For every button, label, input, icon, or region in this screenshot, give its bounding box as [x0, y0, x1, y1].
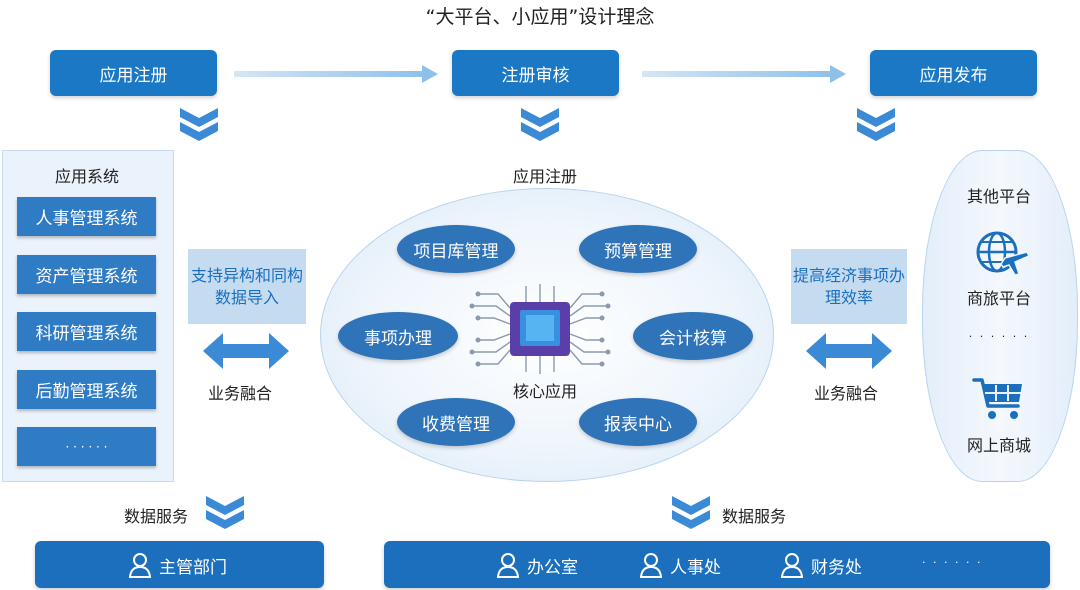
departments-bar: 办公室 人事处 财务处 · · · · · ·	[384, 541, 1050, 588]
dept-office-label: 办公室	[527, 557, 578, 578]
module-project-library[interactable]: 项目库管理	[397, 225, 515, 273]
business-merge-label-left: 业务融合	[208, 384, 273, 403]
double-arrow-icon	[806, 333, 892, 369]
page-title: “大平台、小应用”设计理念	[425, 6, 655, 28]
user-icon	[496, 553, 520, 578]
module-reports[interactable]: 报表中心	[579, 398, 697, 446]
data-service-label-right: 数据服务	[722, 507, 787, 526]
dept-ellipsis: · · · · · ·	[922, 556, 983, 569]
data-service-label-left: 数据服务	[124, 507, 189, 526]
chevron-down-double-icon	[672, 496, 710, 529]
user-icon	[639, 553, 663, 578]
core-app-label: 核心应用	[512, 382, 577, 401]
system-item-asset[interactable]: 资产管理系统	[17, 255, 156, 294]
travel-platform-label[interactable]: 商旅平台	[966, 289, 1031, 308]
module-accounting[interactable]: 会计核算	[633, 312, 753, 360]
module-fees[interactable]: 收费管理	[397, 398, 515, 446]
chevron-down-double-icon	[857, 108, 895, 141]
module-affairs[interactable]: 事项办理	[338, 312, 458, 360]
user-icon	[780, 553, 804, 578]
other-platform-heading: 其他平台	[966, 187, 1031, 206]
center-register-heading: 应用注册	[512, 167, 577, 186]
app-system-heading: 应用系统	[54, 167, 119, 186]
system-item-research[interactable]: 科研管理系统	[17, 312, 156, 351]
flow-step-publish[interactable]: 应用发布	[870, 50, 1037, 96]
dept-hr-label: 人事处	[670, 557, 721, 578]
module-budget[interactable]: 预算管理	[579, 225, 697, 273]
system-item-hr[interactable]: 人事管理系统	[17, 197, 156, 236]
dept-finance[interactable]: 财务处	[779, 552, 862, 578]
business-merge-label-right: 业务融合	[814, 384, 879, 403]
arrow-right-icon	[234, 65, 438, 83]
chip-icon	[469, 284, 611, 374]
flow-step-review[interactable]: 注册审核	[452, 50, 619, 96]
heterogeneous-import-note: 支持异构和同构数据导入	[188, 249, 306, 324]
dept-office[interactable]: 办公室	[495, 552, 578, 578]
efficiency-note: 提高经济事项办理效率	[791, 249, 907, 324]
other-platform-panel	[922, 150, 1078, 482]
chevron-down-double-icon	[521, 108, 559, 141]
online-mall-label[interactable]: 网上商城	[966, 436, 1031, 455]
chevron-down-double-icon	[206, 496, 244, 529]
arrow-right-icon	[642, 65, 846, 83]
globe-plane-icon	[976, 231, 1029, 276]
system-item-more[interactable]: · · · · · ·	[17, 427, 156, 466]
dept-hr[interactable]: 人事处	[638, 552, 721, 578]
competent-dept-item[interactable]: 主管部门	[127, 552, 227, 578]
dept-finance-label: 财务处	[811, 557, 862, 578]
competent-dept-label: 主管部门	[159, 557, 227, 578]
user-icon	[128, 553, 152, 578]
competent-dept-bar[interactable]: 主管部门	[35, 541, 324, 588]
flow-step-register[interactable]: 应用注册	[50, 50, 217, 96]
system-item-logistics[interactable]: 后勤管理系统	[17, 370, 156, 409]
cart-icon	[972, 378, 1022, 419]
platform-ellipsis: · · · · · ·	[968, 330, 1030, 343]
chevron-down-double-icon	[180, 108, 218, 141]
double-arrow-icon	[203, 333, 289, 369]
